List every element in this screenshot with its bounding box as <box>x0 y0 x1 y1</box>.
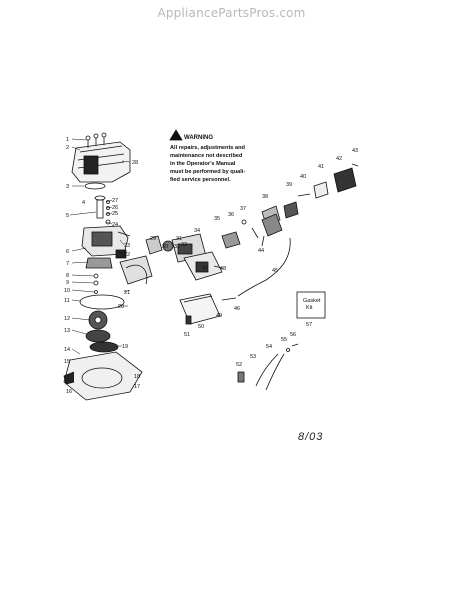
part-label-26: 26 <box>112 205 118 211</box>
part-label-17: 17 <box>134 384 140 390</box>
part-label-11: 11 <box>64 298 70 304</box>
part-label-54: 54 <box>266 344 272 350</box>
part-label-49: 49 <box>216 313 222 319</box>
gasket-kit-box <box>296 291 326 319</box>
part-label-29: 29 <box>150 236 156 242</box>
part-label-57: 57 <box>306 322 312 328</box>
part-label-6: 6 <box>66 249 69 255</box>
part-label-37: 37 <box>240 206 246 212</box>
part-label-28: 28 <box>132 160 138 166</box>
part-label-53: 53 <box>250 354 256 360</box>
part-label-27: 27 <box>112 198 118 204</box>
spring-19-part <box>89 341 119 353</box>
part-label-43: 43 <box>352 148 358 154</box>
part-label-33: 33 <box>181 242 187 248</box>
part-label-10: 10 <box>64 288 70 294</box>
part-label-25: 25 <box>112 211 118 217</box>
piston-group-part <box>94 195 111 225</box>
crankcase-part <box>81 225 131 257</box>
part-label-48: 48 <box>220 266 226 272</box>
warning-line-1: All repairs, adjustments and <box>170 145 245 151</box>
fuel-lines-part <box>237 343 299 391</box>
watermark: AppliancePartsPros.com <box>157 6 306 20</box>
warning-title: WARNING <box>184 135 213 141</box>
rotor-12-part <box>88 310 108 330</box>
gasket-ring-part <box>84 182 106 190</box>
part-label-42: 42 <box>336 156 342 162</box>
part-callouts: 1 2 3 4 5 6 7 8 9 10 11 12 13 14 15 16 1… <box>64 137 358 395</box>
part-label-38: 38 <box>262 194 268 200</box>
gasket-kit-label-1: Gasket <box>303 298 321 304</box>
part-label-35: 35 <box>214 216 220 222</box>
part-label-44: 44 <box>258 248 264 254</box>
cylinder-head-part <box>71 132 131 183</box>
part-label-31: 31 <box>176 236 182 242</box>
air-filter-cover-part <box>179 293 221 325</box>
part-label-23: 23 <box>124 243 130 249</box>
warning-line-2: maintenance not described <box>170 153 243 159</box>
part-label-40: 40 <box>300 174 306 180</box>
part-label-14: 14 <box>64 347 70 353</box>
part-label-18: 18 <box>134 374 140 380</box>
revision-date: 8/03 <box>298 431 323 443</box>
part-label-12: 12 <box>64 316 70 322</box>
part-label-32: 32 <box>174 244 180 250</box>
gasket-11-part <box>79 294 125 310</box>
part-label-24: 24 <box>112 222 118 228</box>
part-label-22: 22 <box>124 252 130 258</box>
part-label-15: 15 <box>64 359 70 365</box>
part-label-7: 7 <box>66 261 69 267</box>
gasket-kit-label-2: Kit <box>306 305 313 311</box>
housing-base-part <box>63 351 143 401</box>
part-label-13: 13 <box>64 328 70 334</box>
crank-parts <box>85 257 113 294</box>
part-label-20: 20 <box>118 304 124 310</box>
throttle-cable-part <box>237 237 291 297</box>
warning-line-3: in the Operator's Manual <box>170 161 236 167</box>
muffler-part <box>183 251 223 281</box>
part-label-39: 39 <box>286 182 292 188</box>
part-label-52: 52 <box>236 362 242 368</box>
part-label-51: 51 <box>184 332 190 338</box>
part-label-9: 9 <box>66 280 69 286</box>
part-label-4: 4 <box>82 200 85 206</box>
part-label-19: 19 <box>122 344 128 350</box>
warning-icon <box>169 129 183 141</box>
warning-line-4: must be performed by quali- <box>170 169 245 175</box>
part-label-55: 55 <box>281 337 287 343</box>
part-label-3: 3 <box>66 184 69 190</box>
part-label-5: 5 <box>66 213 69 219</box>
part-label-8: 8 <box>66 273 69 279</box>
part-label-16: 16 <box>66 389 72 395</box>
part-label-21: 21 <box>124 290 130 296</box>
handle-assembly-part <box>283 163 359 219</box>
handle-bracket-part <box>261 213 283 247</box>
part-label-36: 36 <box>228 212 234 218</box>
part-label-41: 41 <box>318 164 324 170</box>
part-label-56: 56 <box>290 332 296 338</box>
part-label-46: 46 <box>234 306 240 312</box>
part-label-50: 50 <box>198 324 204 330</box>
part-label-2: 2 <box>66 145 69 151</box>
part-label-47: 47 <box>202 266 208 272</box>
part-label-1: 1 <box>66 137 69 143</box>
part-label-34: 34 <box>194 228 200 234</box>
part-label-45: 45 <box>272 268 278 274</box>
fuel-tank-part <box>115 249 153 285</box>
part-label-30: 30 <box>162 244 168 250</box>
warning-line-5: fied service personnel. <box>170 177 231 183</box>
clutch-13-part <box>85 329 111 343</box>
